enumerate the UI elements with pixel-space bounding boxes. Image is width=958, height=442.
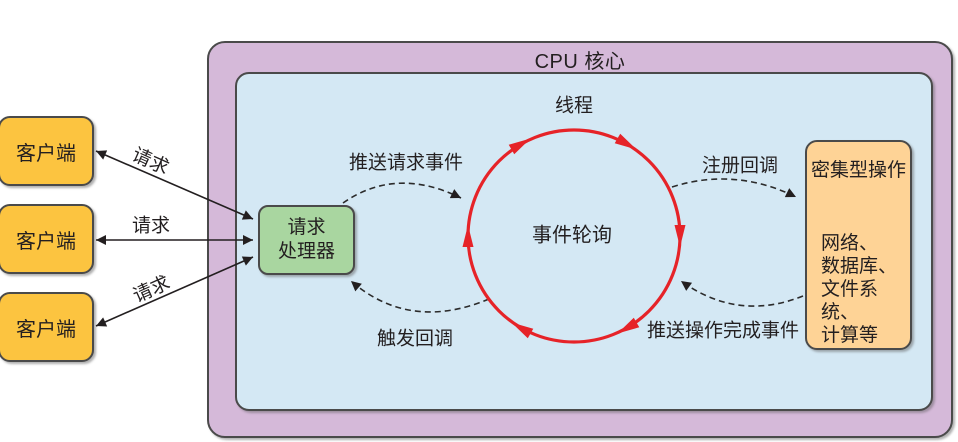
trigger-callback-label: 触发回调: [376, 328, 454, 350]
request-label-2: 请求: [131, 215, 171, 237]
request-arrow-1: [95, 150, 254, 220]
request-processor-line2: 处理器: [277, 241, 335, 262]
loop-arrow-2: [674, 225, 686, 247]
client-box-2: 客户端: [0, 204, 94, 274]
cpu-core-title: CPU 核心: [534, 51, 626, 73]
loop-arrow-4: [511, 322, 534, 339]
arc-register-callback: [671, 178, 797, 198]
event-arcs: [342, 178, 804, 313]
push-operation-complete-label: 推送操作完成事件: [646, 320, 800, 342]
intensive-operations-title: 密集型操作: [810, 160, 906, 181]
event-loop-direction-arrows: [462, 133, 686, 339]
ops-item-filesystem: 文件系统、: [821, 279, 879, 323]
ops-item-network: 网络、: [821, 233, 879, 254]
intensive-operations-box: 密集型操作 网络、 数据库、 文件系统、 计算等: [805, 140, 912, 350]
client-label-3: 客户端: [16, 318, 76, 341]
thread-label: 线程: [554, 95, 594, 117]
client-box-3: 客户端: [0, 292, 94, 362]
client-label-2: 客户端: [16, 230, 76, 253]
arc-push-complete-event: [680, 280, 804, 307]
push-request-event-label: 推送请求事件: [348, 152, 464, 174]
register-callback-label: 注册回调: [701, 155, 779, 177]
loop-arrow-3: [617, 317, 640, 334]
request-arrow-3: [95, 256, 254, 327]
ops-item-database: 数据库、: [821, 256, 898, 277]
client-label-1: 客户端: [16, 142, 76, 165]
event-loop-label: 事件轮询: [532, 224, 612, 247]
request-processor-box: 请求 处理器: [258, 205, 355, 275]
request-processor-line1: 请求: [287, 217, 326, 238]
loop-arrow-5: [462, 225, 474, 247]
arc-push-request-event: [342, 182, 462, 204]
client-box-1: 客户端: [0, 116, 94, 186]
request-arrows: [95, 150, 254, 327]
arc-trigger-callback: [350, 280, 490, 313]
ops-item-compute: 计算等: [821, 325, 879, 346]
loop-arrow-1: [614, 133, 637, 150]
loop-arrow-6: [508, 138, 531, 155]
intensive-operations-list: 网络、 数据库、 文件系统、 计算等: [807, 232, 910, 347]
